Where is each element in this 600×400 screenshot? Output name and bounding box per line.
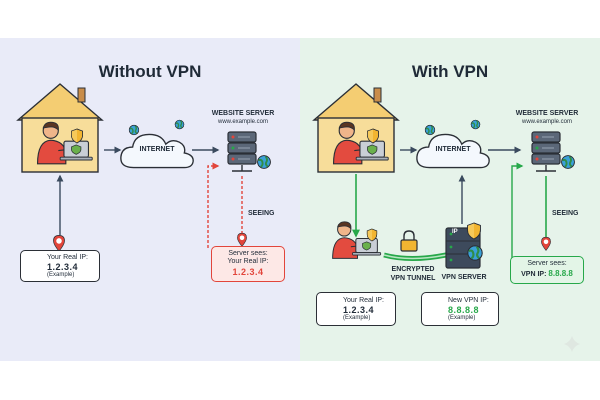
left-house [16, 83, 104, 173]
right-server-sees-value: 8.8.8.8 [548, 269, 573, 278]
sparkle-icon [564, 336, 580, 352]
right-real-ip-label: Your Real IP: [343, 297, 384, 304]
tunnel-label-line1: ENCRYPTED [391, 266, 435, 273]
left-globe-icon-2 [174, 119, 185, 130]
new-vpn-ip-pin-text: IP [430, 303, 435, 309]
left-server-sees-value: 1.2.3.4 [232, 267, 264, 277]
padlock-icon [400, 230, 418, 252]
right-title: With VPN [411, 62, 489, 81]
new-vpn-ip-label: New VPN IP: [448, 297, 489, 304]
right-real-ip-note: (Example) [343, 315, 371, 321]
left-panel-bg [0, 38, 300, 361]
left-server-sees-sub: Your Real IP: [227, 258, 269, 265]
left-server-sees-box: Server sees: Your Real IP: 1.2.3.4 [211, 246, 285, 282]
right-green-arrow-up [511, 162, 524, 264]
right-server-sees-line: VPN IP: 8.8.8.8 [511, 269, 583, 278]
left-real-ip-note: (Example) [47, 272, 75, 278]
right-real-ip-box: Your Real IP: 1.2.3.4 (Example) [316, 292, 396, 326]
left-real-ip-box: Your Real IP: 1.2.3.4 (Example) [20, 250, 100, 282]
left-real-ip-pin-text: IP [29, 261, 34, 267]
left-server-sees-label: Server sees: [228, 250, 268, 257]
new-vpn-ip-box: New VPN IP: 8.8.8.8 (Example) [421, 292, 499, 326]
left-red-dotted-arrow [207, 162, 220, 248]
right-server-globe-icon [560, 154, 576, 170]
tunnel-label-line2: VPN TUNNEL [390, 275, 436, 282]
left-title: Without VPN [98, 62, 202, 81]
left-server-globe-icon [256, 154, 272, 170]
left-seeing-label: SEEING [248, 210, 275, 217]
vpn-server-globe-icon [466, 244, 484, 262]
left-globe-icon-1 [128, 124, 140, 136]
new-vpn-ip-note: (Example) [448, 315, 476, 321]
left-internet-label: INTERNET [139, 146, 175, 153]
right-server-title: WEBSITE SERVER [515, 110, 579, 117]
left-real-ip-value: 1.2.3.4 [47, 262, 79, 272]
right-house [312, 83, 400, 173]
vpn-server-ip-text: IP [452, 229, 458, 235]
left-server-title: WEBSITE SERVER [211, 110, 275, 117]
right-internet-label: INTERNET [435, 146, 471, 153]
right-real-ip-value: 1.2.3.4 [343, 305, 375, 315]
right-globe-icon-1 [424, 124, 436, 136]
right-real-ip-pin-text: IP [325, 303, 330, 309]
left-real-ip-label: Your Real IP: [47, 254, 88, 261]
left-server-url: www.example.com [217, 119, 268, 125]
right-server-sees-prefix: VPN IP: [521, 271, 547, 278]
vpn-server-label: VPN SERVER [441, 274, 487, 281]
new-vpn-ip-value: 8.8.8.8 [448, 305, 480, 315]
right-server-sees-box: Server sees: VPN IP: 8.8.8.8 [510, 256, 584, 284]
right-seeing-label: SEEING [552, 210, 579, 217]
right-globe-icon-2 [470, 119, 481, 130]
right-server-sees-label: Server sees: [527, 260, 567, 267]
right-server-url: www.example.com [521, 119, 572, 125]
